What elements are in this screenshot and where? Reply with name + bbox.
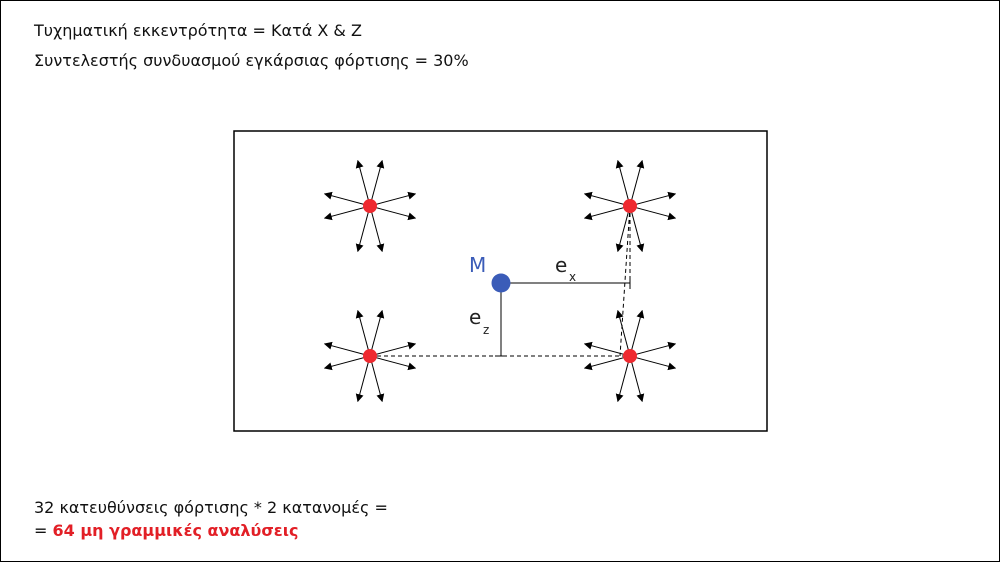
load-direction-arrow	[323, 191, 371, 207]
load-direction-arrow	[615, 159, 631, 207]
load-direction-arrow	[355, 355, 371, 403]
load-direction-arrow	[583, 341, 631, 357]
dashed-line-diagonal	[619, 205, 631, 357]
arrow-star-icon	[583, 309, 677, 403]
result-highlight: 64 μη γραμμικές αναλύσεις	[52, 521, 299, 540]
load-direction-arrow	[629, 191, 677, 207]
arrow-star-icon	[583, 159, 677, 253]
load-direction-arrow	[355, 159, 371, 207]
load-direction-arrow	[355, 205, 371, 253]
eccentricity-text: Τυχηματική εκκεντρότητα = Κατά Χ & Ζ	[34, 21, 362, 40]
ez-label: e	[469, 305, 481, 329]
arrow-star-icon	[323, 309, 417, 403]
load-point-bottom-left	[363, 349, 377, 363]
load-direction-arrow	[615, 355, 631, 403]
result-prefix: =	[34, 521, 53, 540]
load-direction-arrow	[615, 309, 631, 357]
load-direction-arrow	[369, 191, 417, 207]
load-point-top-left	[363, 199, 377, 213]
ex-label: e	[555, 253, 567, 277]
load-direction-arrow	[369, 205, 417, 221]
load-direction-arrow	[629, 355, 677, 371]
combination-factor-text: Συντελεστής συνδυασμού εγκάρσιας φόρτιση…	[34, 51, 469, 70]
load-point-bottom-right	[623, 349, 637, 363]
load-direction-arrow	[369, 205, 385, 253]
load-direction-arrow	[629, 309, 645, 357]
load-direction-arrow	[629, 159, 645, 207]
load-direction-arrow	[369, 341, 417, 357]
load-direction-arrow	[583, 205, 631, 221]
mass-center-point	[491, 273, 511, 293]
load-direction-arrow	[629, 341, 677, 357]
plan-outline	[233, 130, 768, 432]
load-point-top-right	[623, 199, 637, 213]
load-direction-arrow	[629, 205, 645, 253]
load-direction-arrow	[629, 205, 677, 221]
formula-text: 32 κατευθύνσεις φόρτισης * 2 κατανομές =	[34, 498, 388, 517]
load-direction-arrow	[369, 355, 385, 403]
load-direction-arrow	[323, 341, 371, 357]
load-direction-arrow	[629, 355, 645, 403]
load-direction-arrow	[323, 205, 371, 221]
ex-subscript: x	[569, 270, 576, 284]
load-direction-arrow	[323, 355, 371, 371]
mass-center-label: M	[469, 253, 486, 277]
load-direction-arrow	[369, 309, 385, 357]
load-direction-arrow	[583, 355, 631, 371]
arrow-star-icon	[323, 159, 417, 253]
load-direction-arrow	[583, 191, 631, 207]
load-direction-arrow	[369, 159, 385, 207]
load-direction-arrow	[615, 205, 631, 253]
load-direction-arrow	[369, 355, 417, 371]
result-text: = 64 μη γραμμικές αναλύσεις	[34, 521, 298, 540]
load-direction-arrow	[355, 309, 371, 357]
ez-subscript: z	[483, 323, 489, 337]
